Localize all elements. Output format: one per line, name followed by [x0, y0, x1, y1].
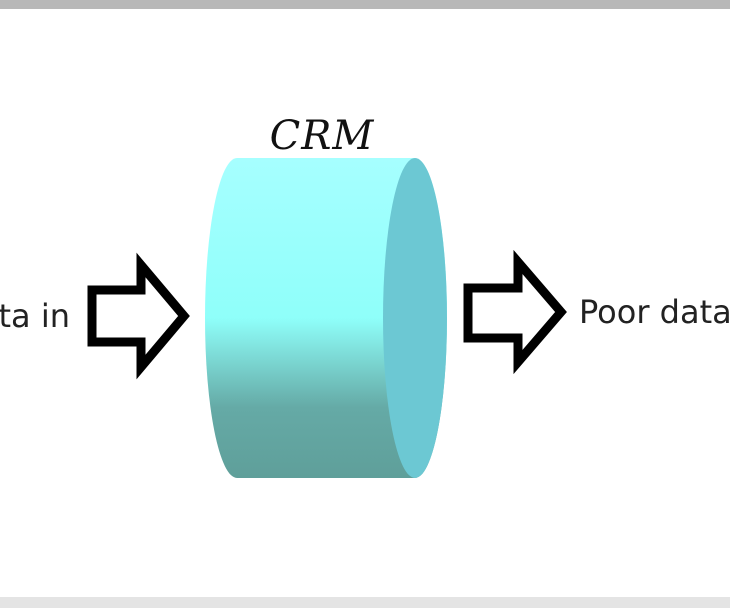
- crm-label: CRM: [269, 113, 375, 159]
- cylinder-end-face: [383, 158, 447, 478]
- output-arrow-icon: [463, 249, 567, 375]
- input-arrow-icon: [87, 252, 190, 380]
- bottom-window-edge: [0, 597, 730, 608]
- cylinder-body: [205, 158, 447, 478]
- cylinder-icon: [205, 158, 447, 478]
- top-window-edge: [0, 0, 730, 9]
- output-data-label: Poor data: [579, 293, 730, 331]
- input-data-label: Data in: [0, 297, 70, 335]
